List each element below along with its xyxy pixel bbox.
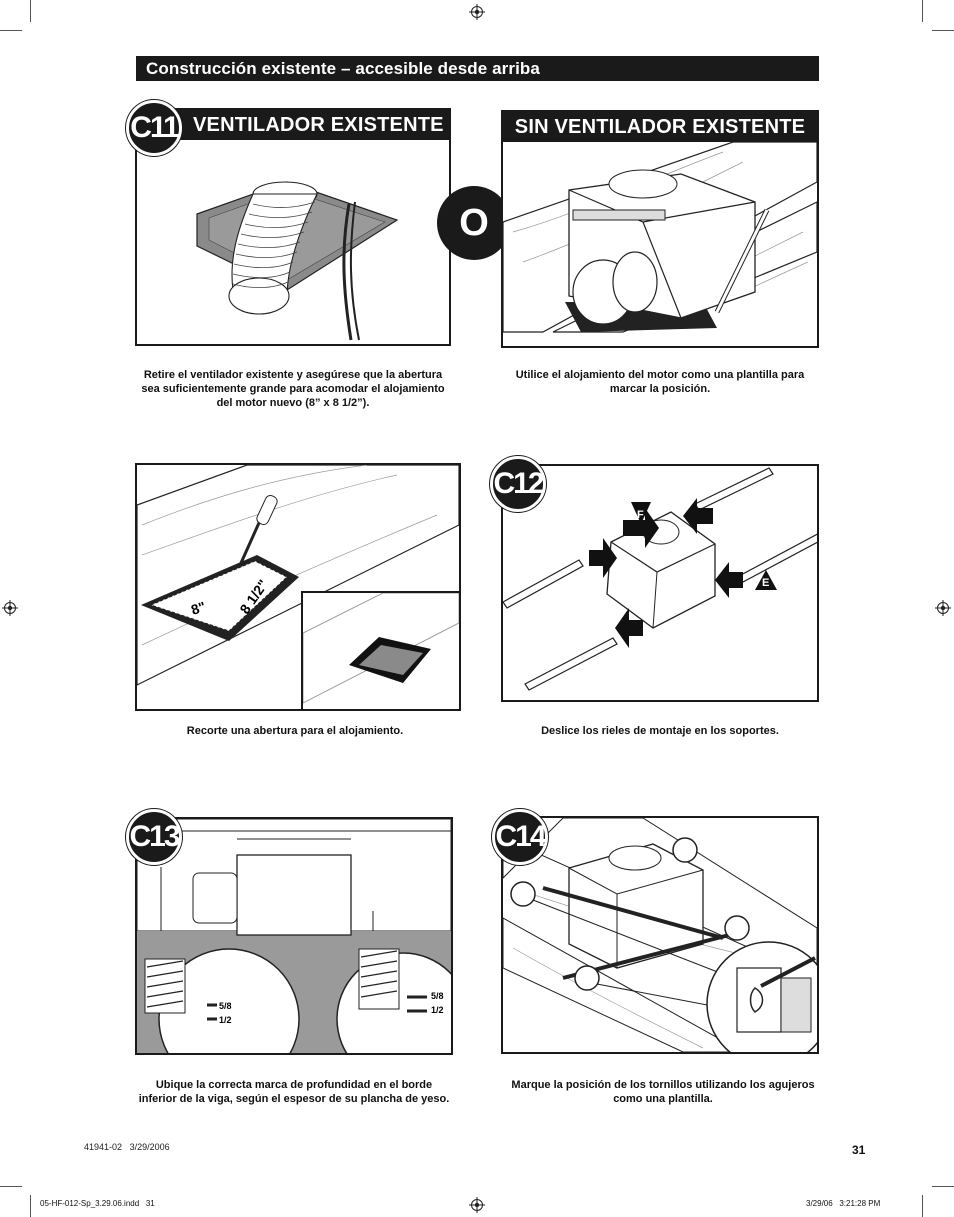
mark-58-left: 5/8 xyxy=(219,1001,232,1011)
doc-code-and-date: 41941-02 3/29/2006 xyxy=(84,1142,170,1152)
registration-mark-icon xyxy=(469,1197,485,1213)
mark-58-right: 5/8 xyxy=(431,991,444,1001)
no-fan-illustration xyxy=(503,142,817,333)
c11-right-caption: Utilice el alojamiento del motor como un… xyxy=(515,369,805,395)
screw-position-illustration xyxy=(503,818,817,1052)
cut-opening-illustration: 8" 8 1/2" xyxy=(137,465,459,686)
c11-left-title: VENTILADOR EXISTENTE xyxy=(137,110,449,140)
c11-left-caption: Retire el ventilador existente y asegúre… xyxy=(141,369,445,409)
crop-mark xyxy=(932,1186,954,1187)
crop-mark xyxy=(922,0,923,22)
crop-mark xyxy=(0,1186,22,1187)
crop-mark xyxy=(0,30,22,31)
c13-caption: Ubique la correcta marca de profundidad … xyxy=(138,1079,450,1105)
crop-mark xyxy=(932,30,954,31)
or-separator: O xyxy=(437,186,511,260)
registration-mark-icon xyxy=(469,4,485,20)
inset-illustration xyxy=(303,593,459,704)
c13-depth-panel: 5/8 1/2 5/8 1/2 xyxy=(135,817,453,1055)
file-name: 05-HF-012-Sp_3.29.06.indd 31 xyxy=(40,1199,155,1208)
c11-right-title: SIN VENTILADOR EXISTENTE xyxy=(503,112,817,142)
c11-no-fan-panel: SIN VENTILADOR EXISTENTE xyxy=(501,110,819,348)
crop-mark xyxy=(922,1195,923,1217)
doc-date: 3/29/2006 xyxy=(129,1142,170,1152)
label-e: E xyxy=(762,577,769,589)
page-number: 31 xyxy=(852,1143,866,1157)
existing-fan-illustration xyxy=(196,181,399,341)
section-header: Construcción existente – accesible desde… xyxy=(136,56,819,81)
mark-12-right: 1/2 xyxy=(431,1005,444,1015)
c12-rails-panel: F E xyxy=(501,464,819,702)
registration-mark-icon xyxy=(935,600,951,616)
doc-code: 41941-02 xyxy=(84,1142,123,1152)
step-badge-c14: C14 xyxy=(492,809,548,865)
crop-mark xyxy=(30,1195,31,1217)
depth-mark-illustration: 5/8 1/2 5/8 1/2 xyxy=(137,819,451,1053)
step-badge-c13: C13 xyxy=(126,809,182,865)
c14-caption: Marque la posición de los tornillos util… xyxy=(511,1079,815,1105)
mark-12-left: 1/2 xyxy=(219,1015,232,1025)
step-badge-c11: C11 xyxy=(126,100,182,156)
cut-caption: Recorte una abertura para el alojamiento… xyxy=(186,725,404,737)
cut-opening-inset xyxy=(301,591,461,711)
registration-mark-icon xyxy=(2,600,18,616)
label-f: F xyxy=(637,509,644,521)
c12-caption: Deslice los rieles de montaje en los sop… xyxy=(541,725,779,737)
c11-existing-fan-panel: VENTILADOR EXISTENTE xyxy=(135,108,451,346)
dim-8-label: 8" xyxy=(189,598,208,618)
step-badge-c12: C12 xyxy=(490,456,546,512)
c14-screws-panel xyxy=(501,816,819,1054)
print-stamp: 3/29/06 3:21:28 PM xyxy=(806,1199,881,1208)
rails-illustration: F E xyxy=(503,467,817,691)
crop-mark xyxy=(30,0,31,22)
